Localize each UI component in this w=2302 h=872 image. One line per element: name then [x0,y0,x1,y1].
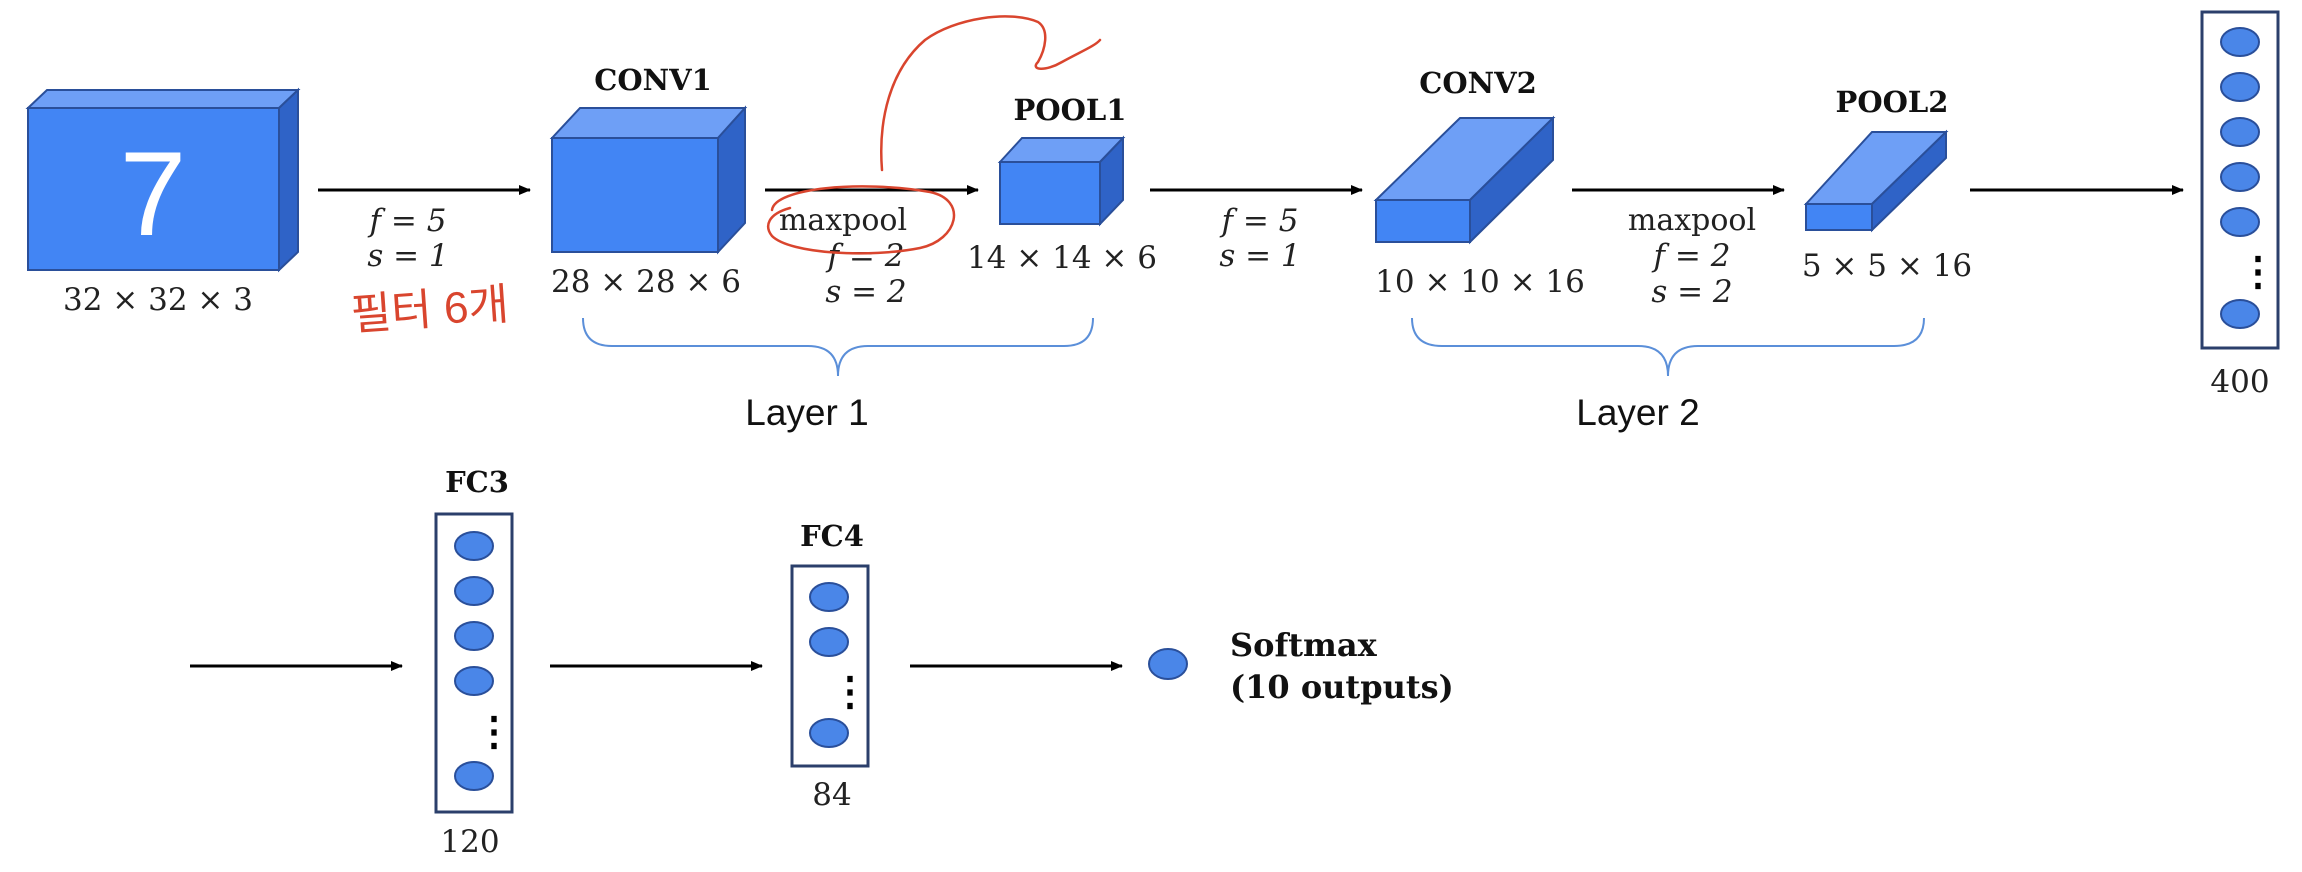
step4-f: f = 2 [1652,238,1731,274]
fc4-size: 84 [812,777,851,813]
conv2-volume [1373,115,1556,245]
pool2-volume [1803,129,1949,233]
neuron [2220,162,2260,192]
ellipsis: ⋮ [474,708,514,755]
annotation-strokes [767,15,1102,255]
layer1-brace [582,317,1094,377]
neuron [2220,117,2260,147]
fc3-size: 120 [440,824,499,860]
neuron [454,531,494,561]
input-digit: 7 [120,127,187,261]
fc4-title: FC4 [800,519,864,553]
softmax-neuron [1148,648,1188,680]
step2-s: s = 2 [825,274,906,310]
handwritten-annotation: 필터 6개 [349,280,510,340]
step2-f: f = 2 [826,238,905,274]
flatten-size: 400 [2210,364,2269,400]
ellipsis: ⋮ [830,668,870,715]
input-volume: 7 [25,87,301,273]
neuron [2220,207,2260,237]
ellipsis: ⋮ [2238,248,2278,295]
conv2-title: CONV2 [1419,66,1537,100]
neuron [809,627,849,657]
pool1-dim: 14 × 14 × 6 [967,240,1157,276]
neuron [454,621,494,651]
softmax-title: Softmax [1230,626,1378,664]
neuron [454,761,494,791]
step4-s: s = 2 [1651,274,1732,310]
step3-s: s = 1 [1219,238,1300,274]
conv1-volume [549,105,748,255]
layer2-brace [1411,317,1925,377]
layer1-label: Layer 1 [745,392,868,433]
step1-s: s = 1 [367,238,448,274]
conv1-title: CONV1 [594,63,712,97]
fc4-column: ⋮ [790,564,870,768]
step2-op: maxpool [779,203,907,238]
neuron [2220,72,2260,102]
softmax-outputs: (10 outputs) [1230,668,1454,706]
pool1-volume [997,135,1126,227]
neuron [809,582,849,612]
flatten-column: ⋮ [2200,10,2280,350]
pool2-title: POOL2 [1836,85,1949,119]
neuron [2220,299,2260,329]
step3-f: f = 5 [1220,203,1299,239]
step4-op: maxpool [1628,203,1756,238]
neuron [2220,27,2260,57]
neuron [809,718,849,748]
layer2-label: Layer 2 [1576,392,1699,433]
neuron [454,576,494,606]
fc3-title: FC3 [445,465,509,499]
step1-f: f = 5 [368,203,447,239]
pool1-title: POOL1 [1014,93,1127,127]
neuron [454,666,494,696]
conv2-dim: 10 × 10 × 16 [1375,264,1585,300]
pool2-dim: 5 × 5 × 16 [1802,248,1972,284]
fc3-column: ⋮ [434,512,514,814]
input-dim: 32 × 32 × 3 [63,282,253,318]
conv1-dim: 28 × 28 × 6 [551,264,741,300]
